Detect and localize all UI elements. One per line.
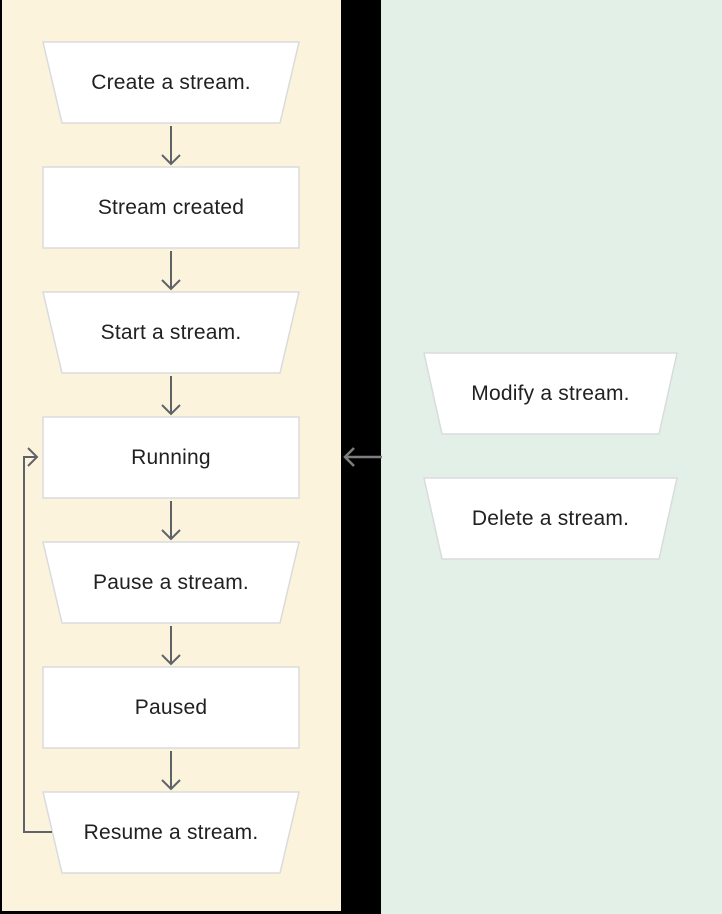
flow-node-label: Create a stream. bbox=[91, 70, 251, 94]
flow-node-running: Running bbox=[42, 416, 300, 499]
trapezoid-shape bbox=[42, 291, 300, 374]
flow-node-label: Paused bbox=[134, 695, 208, 719]
rectangle-shape bbox=[42, 166, 300, 249]
flow-node-label: Running bbox=[131, 445, 211, 469]
flow-node-label: Pause a stream. bbox=[93, 570, 249, 594]
flow-node-label: Delete a stream. bbox=[471, 506, 630, 530]
left-arrow-actions-to-running bbox=[343, 447, 382, 467]
trapezoid-shape bbox=[423, 352, 678, 435]
stream-actions-panel bbox=[381, 0, 722, 914]
flow-node-label: Modify a stream. bbox=[471, 381, 630, 405]
trapezoid-shape bbox=[42, 791, 300, 874]
flow-node-create-a-stream: Create a stream. bbox=[42, 41, 300, 124]
flow-node-label: Resume a stream. bbox=[83, 820, 259, 844]
trapezoid-shape bbox=[42, 41, 300, 124]
trapezoid-shape bbox=[423, 477, 678, 560]
flow-node-modify-a-stream: Modify a stream. bbox=[423, 352, 678, 435]
trapezoid-shape bbox=[42, 541, 300, 624]
flow-node-label: Start a stream. bbox=[100, 320, 242, 344]
flow-node-paused: Paused bbox=[42, 666, 300, 749]
flow-node-start-a-stream: Start a stream. bbox=[42, 291, 300, 374]
flow-node-pause-a-stream: Pause a stream. bbox=[42, 541, 300, 624]
flow-node-stream-created: Stream created bbox=[42, 166, 300, 249]
flow-node-label: Stream created bbox=[97, 195, 245, 219]
flow-node-resume-a-stream: Resume a stream. bbox=[42, 791, 300, 874]
flow-node-delete-a-stream: Delete a stream. bbox=[423, 477, 678, 560]
rectangle-shape bbox=[42, 416, 300, 499]
